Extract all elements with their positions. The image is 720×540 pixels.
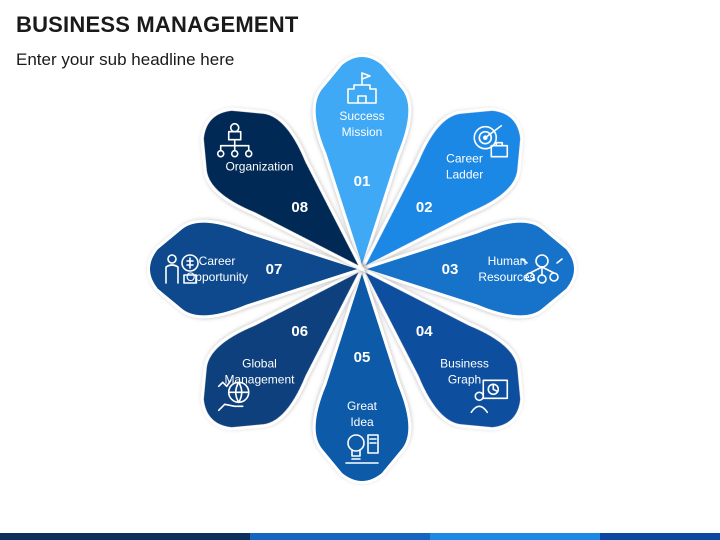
globe-hand-icon xyxy=(217,379,250,412)
org-chart-icon xyxy=(216,122,253,158)
castle-flag-icon xyxy=(347,72,377,104)
petal-shape xyxy=(312,54,412,274)
page-title: BUSINESS MANAGEMENT xyxy=(16,12,299,37)
petal-shape xyxy=(357,219,577,319)
presentation-board-icon xyxy=(470,379,509,414)
petal-number: 07 xyxy=(266,261,283,278)
petal-number: 05 xyxy=(354,349,371,366)
footer-segment xyxy=(0,533,250,540)
petal-shape xyxy=(200,107,366,273)
footer-bar xyxy=(0,533,720,540)
person-coin-icon xyxy=(165,254,199,284)
petal-shape xyxy=(147,219,367,319)
petal-number: 03 xyxy=(442,261,459,278)
footer-segment xyxy=(430,533,600,540)
lightbulb-idea-icon xyxy=(345,434,379,464)
target-briefcase-icon xyxy=(473,124,509,158)
petal-number: 01 xyxy=(354,173,371,190)
petal-number: 04 xyxy=(416,323,433,340)
petal-shape xyxy=(358,265,524,431)
petal-number: 08 xyxy=(291,199,308,216)
petal-label: Organization xyxy=(225,159,293,173)
petal-number: 02 xyxy=(416,199,433,216)
petal-number: 06 xyxy=(291,323,308,340)
page-subtitle: Enter your sub headline here xyxy=(16,50,235,69)
petal-shape xyxy=(358,107,524,273)
footer-segment xyxy=(250,533,430,540)
petal-shape xyxy=(312,264,412,484)
people-network-icon xyxy=(521,254,563,284)
petal-08: 08 Organization xyxy=(200,107,366,273)
footer-segment xyxy=(600,533,720,540)
